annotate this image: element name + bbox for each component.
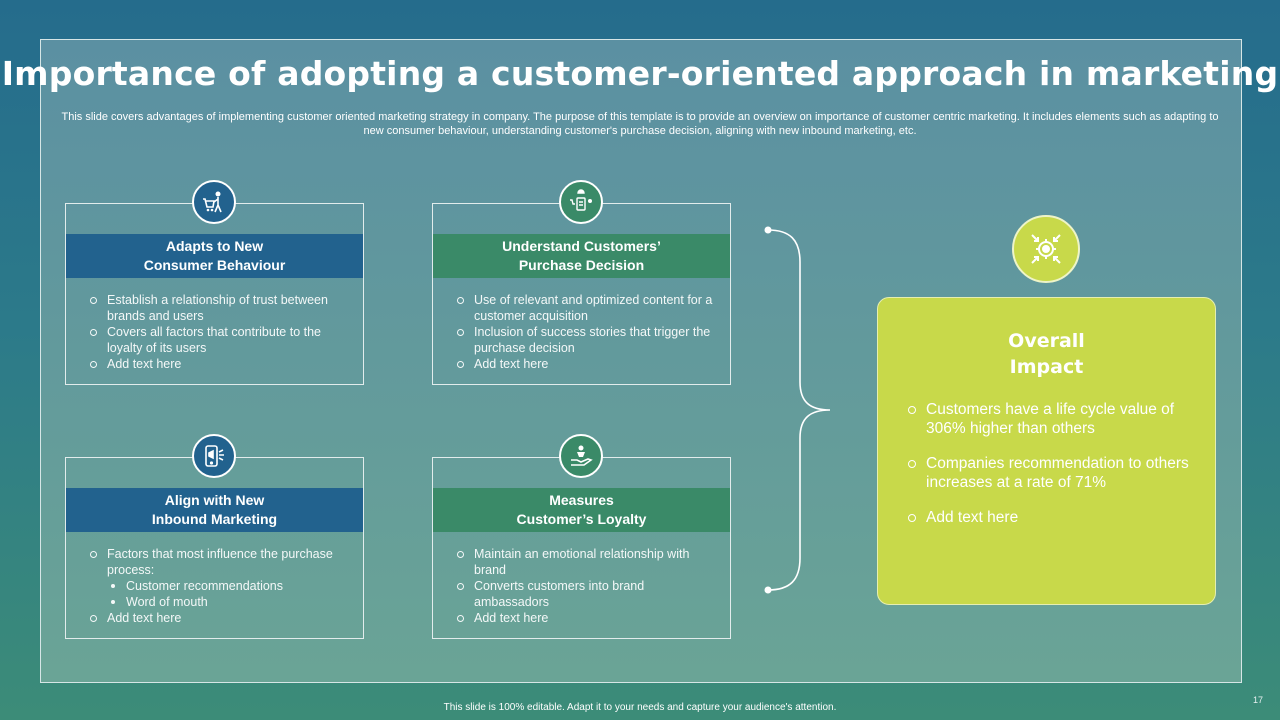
card-header: Align with New Inbound Marketing: [66, 488, 363, 532]
footer-note: This slide is 100% editable. Adapt it to…: [443, 702, 837, 713]
list-item: Add text here: [878, 508, 1215, 527]
card-title-line1: Understand Customers’: [502, 238, 661, 254]
card-header: Measures Customer’s Loyalty: [433, 488, 730, 532]
overall-impact-box: Overall Impact Customers have a life cyc…: [877, 297, 1216, 605]
list-item: Add text here: [433, 610, 730, 626]
card-consumer-behaviour: Adapts to New Consumer Behaviour Establi…: [65, 203, 364, 385]
impact-title: Overall Impact: [878, 328, 1215, 380]
card-title-line1: Adapts to New: [165, 238, 264, 254]
list-item: Add text here: [66, 356, 363, 372]
list-item: Use of relevant and optimized content fo…: [433, 292, 730, 324]
card-inbound-marketing: Align with New Inbound Marketing Factors…: [65, 457, 364, 639]
list-item: Establish a relationship of trust betwee…: [66, 292, 363, 324]
card-title-line2: Consumer Behaviour: [143, 257, 286, 273]
gear-arrows-icon: [1012, 215, 1080, 283]
card-header: Adapts to New Consumer Behaviour: [66, 234, 363, 278]
slide-subtitle: This slide covers advantages of implemen…: [61, 111, 1219, 137]
card-purchase-decision: Understand Customers’ Purchase Decision …: [432, 203, 731, 385]
impact-title-line1: Overall: [1008, 330, 1085, 352]
card-title-line2: Customer’s Loyalty: [516, 511, 647, 527]
page-number: 17: [1253, 695, 1264, 705]
list-item: Maintain an emotional relationship with …: [433, 546, 730, 578]
list-item: Customers have a life cycle value of 306…: [878, 400, 1215, 438]
list-item: Companies recommendation to others incre…: [878, 454, 1215, 492]
mobile-megaphone-icon: [192, 434, 236, 478]
list-item: Covers all factors that contribute to th…: [66, 324, 363, 356]
list-item: Converts customers into brand ambassador…: [433, 578, 730, 610]
card-bullet-list: Use of relevant and optimized content fo…: [433, 292, 730, 372]
card-bullet-list: Establish a relationship of trust betwee…: [66, 292, 363, 372]
slide-title: Importance of adopting a customer-orient…: [1, 54, 1279, 93]
card-title-line1: Align with New: [164, 492, 265, 508]
card-customer-loyalty: Measures Customer’s Loyalty Maintain an …: [432, 457, 731, 639]
list-item: Add text here: [433, 356, 730, 372]
card-header: Understand Customers’ Purchase Decision: [433, 234, 730, 278]
list-sub-item: Word of mouth: [66, 594, 363, 610]
card-bullet-list: Factors that most influence the purchase…: [66, 546, 363, 626]
card-title-line2: Purchase Decision: [518, 257, 645, 273]
shopping-cart-person-icon: [192, 180, 236, 224]
list-item: Factors that most influence the purchase…: [66, 546, 363, 578]
purchase-decision-icon: [559, 180, 603, 224]
list-item: Inclusion of success stories that trigge…: [433, 324, 730, 356]
list-sub-item: Customer recommendations: [66, 578, 363, 594]
impact-title-line2: Impact: [1009, 356, 1084, 378]
list-item: Add text here: [66, 610, 363, 626]
hand-heart-icon: [559, 434, 603, 478]
card-bullet-list: Maintain an emotional relationship with …: [433, 546, 730, 626]
card-title-line1: Measures: [549, 492, 614, 508]
impact-bullet-list: Customers have a life cycle value of 306…: [878, 400, 1215, 543]
curly-brace-connector: [764, 226, 831, 594]
card-title-line2: Inbound Marketing: [151, 511, 278, 527]
